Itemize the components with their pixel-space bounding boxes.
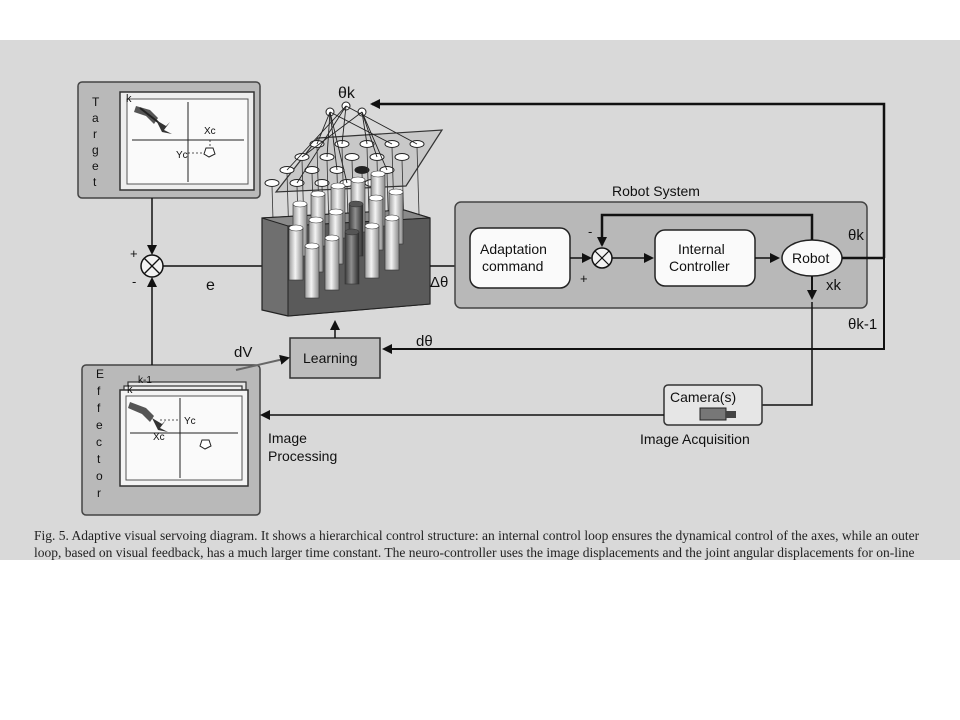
target-object-icon: [199, 439, 212, 450]
network-cylinder: [288, 224, 304, 281]
svg-text:t: t: [93, 175, 97, 189]
network-connection: [361, 111, 378, 158]
svg-text:E: E: [96, 367, 104, 381]
svg-text:e: e: [96, 418, 103, 432]
svg-text:o: o: [96, 469, 103, 483]
figure-caption: Fig. 5. Adaptive visual servoing diagram…: [34, 528, 920, 560]
network-connection: [286, 105, 347, 171]
robot-gripper-icon: [128, 402, 168, 432]
network-cylinders: [288, 170, 404, 299]
plus-sign: +: [130, 246, 138, 261]
image-acquisition-label: Image Acquisition: [640, 431, 750, 447]
xc-label: Xc: [204, 126, 216, 137]
network-string: [416, 146, 420, 215]
yc-label: Yc: [184, 416, 196, 427]
network-connection: [329, 111, 338, 171]
delta-theta-label: Δθ: [430, 274, 448, 291]
command-label: command: [482, 258, 543, 274]
network-cylinder: [304, 242, 320, 299]
network-string: [366, 146, 370, 215]
xk-label: xk: [826, 277, 842, 294]
svg-text:r: r: [93, 127, 97, 141]
camera-block: Camera(s) Image Acquisition: [640, 384, 763, 447]
effector-vertical-label: E f f e c t o r: [96, 367, 104, 500]
inner-feedback-loop: [597, 213, 814, 247]
network-connection: [296, 105, 347, 184]
adaptive-servoing-diagram: k Xc Yc T a r g e t: [77, 81, 886, 516]
theta-k-minus-1-label: θk-1: [848, 316, 877, 333]
camera-label: Camera(s): [670, 389, 736, 405]
xk-to-camera-line: [762, 302, 813, 406]
theta-k-output-label: θk: [848, 227, 864, 244]
learning-block: Learning: [289, 337, 381, 379]
left-summing-junction: + -: [130, 198, 164, 365]
network-node: [354, 166, 370, 174]
network-connection: [361, 111, 388, 171]
svg-text:f: f: [97, 401, 101, 415]
diagram-figure: k Xc Yc T a r g e t: [0, 40, 960, 560]
internal-label: Internal: [678, 241, 725, 257]
xc-label: Xc: [153, 432, 165, 443]
target-object-icon: [203, 147, 216, 158]
network-connection: [329, 111, 393, 145]
network-connection: [316, 111, 331, 145]
network-node: [314, 179, 330, 187]
svg-text:r: r: [97, 486, 101, 500]
network-connection: [301, 111, 363, 158]
svg-text:T: T: [92, 95, 100, 109]
network-node: [264, 179, 280, 187]
learning-label: Learning: [303, 350, 358, 366]
plus-sign: +: [580, 271, 588, 286]
network-connection: [345, 105, 418, 145]
svg-text:a: a: [92, 111, 99, 125]
robot-gripper-icon: [134, 106, 172, 134]
effector-panel: k k-1 Xc Yc E f f e c t o r: [81, 364, 261, 516]
target-panel: k Xc Yc T a r g e t: [77, 81, 261, 199]
d-theta-label: dθ: [416, 333, 433, 350]
robot-system-title: Robot System: [612, 183, 700, 199]
svg-text:c: c: [96, 435, 102, 449]
k-minus-1-label: k-1: [138, 375, 152, 386]
theta-k-minus-1-line: [382, 258, 885, 354]
dv-arrow: [235, 354, 290, 371]
adaptation-label: Adaptation: [480, 241, 547, 257]
svg-text:t: t: [97, 452, 101, 466]
svg-text:g: g: [92, 143, 99, 157]
network-connection: [326, 111, 331, 158]
theta-k-feedback-line: [370, 99, 886, 258]
network-cylinder: [384, 214, 400, 271]
dv-label: dV: [234, 344, 252, 361]
k-label: k: [127, 384, 133, 396]
network-node: [344, 153, 360, 161]
minus-sign: -: [588, 224, 592, 239]
camera-icon: [699, 407, 736, 421]
network-node: [394, 153, 410, 161]
robot-label: Robot: [792, 250, 829, 266]
svg-text:e: e: [92, 159, 99, 173]
network-connection: [361, 111, 368, 145]
svg-text:f: f: [97, 384, 101, 398]
network-connections: [286, 105, 418, 184]
image-label: Image: [268, 430, 307, 446]
robot-system-panel: Robot System Adaptation command - + Inte…: [454, 183, 868, 309]
neural-network-block: [261, 101, 444, 317]
target-vertical-label: T a r g e t: [92, 95, 100, 189]
network-cylinder: [344, 228, 360, 285]
theta-k-top-label: θk: [338, 85, 356, 102]
network-connection: [329, 111, 348, 184]
controller-label: Controller: [669, 258, 730, 274]
minus-sign: -: [132, 274, 136, 289]
yc-label: Yc: [176, 150, 188, 161]
error-label: e: [206, 277, 215, 294]
network-cylinder: [364, 222, 380, 279]
network-cylinder: [324, 234, 340, 291]
k-label: k: [126, 93, 132, 105]
processing-label: Processing: [268, 448, 337, 464]
